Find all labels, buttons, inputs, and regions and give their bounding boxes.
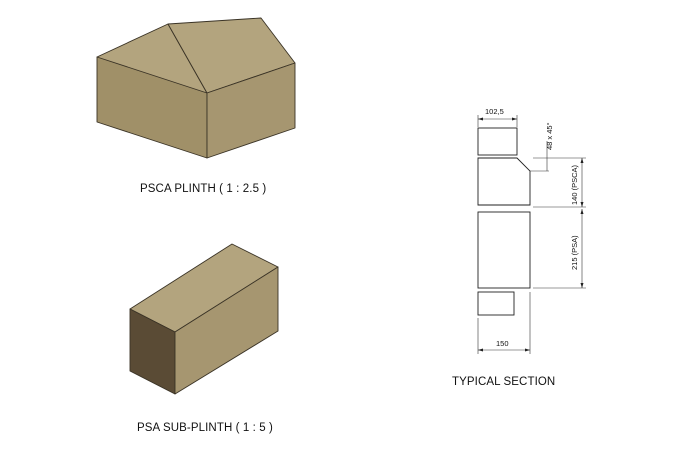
dim-psca-height: 140 (PSCA) [570, 164, 579, 205]
dim-psa-height: 215 (PSA) [570, 235, 579, 270]
psca-plinth-drawing [96, 17, 296, 159]
plinth-side-face [206, 62, 296, 159]
section-top-cap [477, 127, 518, 156]
typical-section-label: TYPICAL SECTION [452, 376, 555, 388]
dim-chamfer: 48 x 45° [545, 122, 554, 150]
section-bottom-foot [477, 291, 515, 316]
psca-plinth-label: PSCA PLINTH ( 1 : 2.5 ) [140, 183, 266, 195]
psa-sub-plinth-drawing [129, 243, 279, 395]
psa-sub-plinth-label: PSA SUB-PLINTH ( 1 : 5 ) [137, 422, 273, 434]
dim-bottom-width: 150 [496, 339, 509, 348]
section-psca-block [477, 157, 531, 206]
section-psa-block [477, 211, 531, 289]
typical-section-drawing [477, 115, 586, 354]
dim-top-width: 102,5 [485, 107, 504, 116]
sub-plinth-side-face [174, 266, 279, 395]
